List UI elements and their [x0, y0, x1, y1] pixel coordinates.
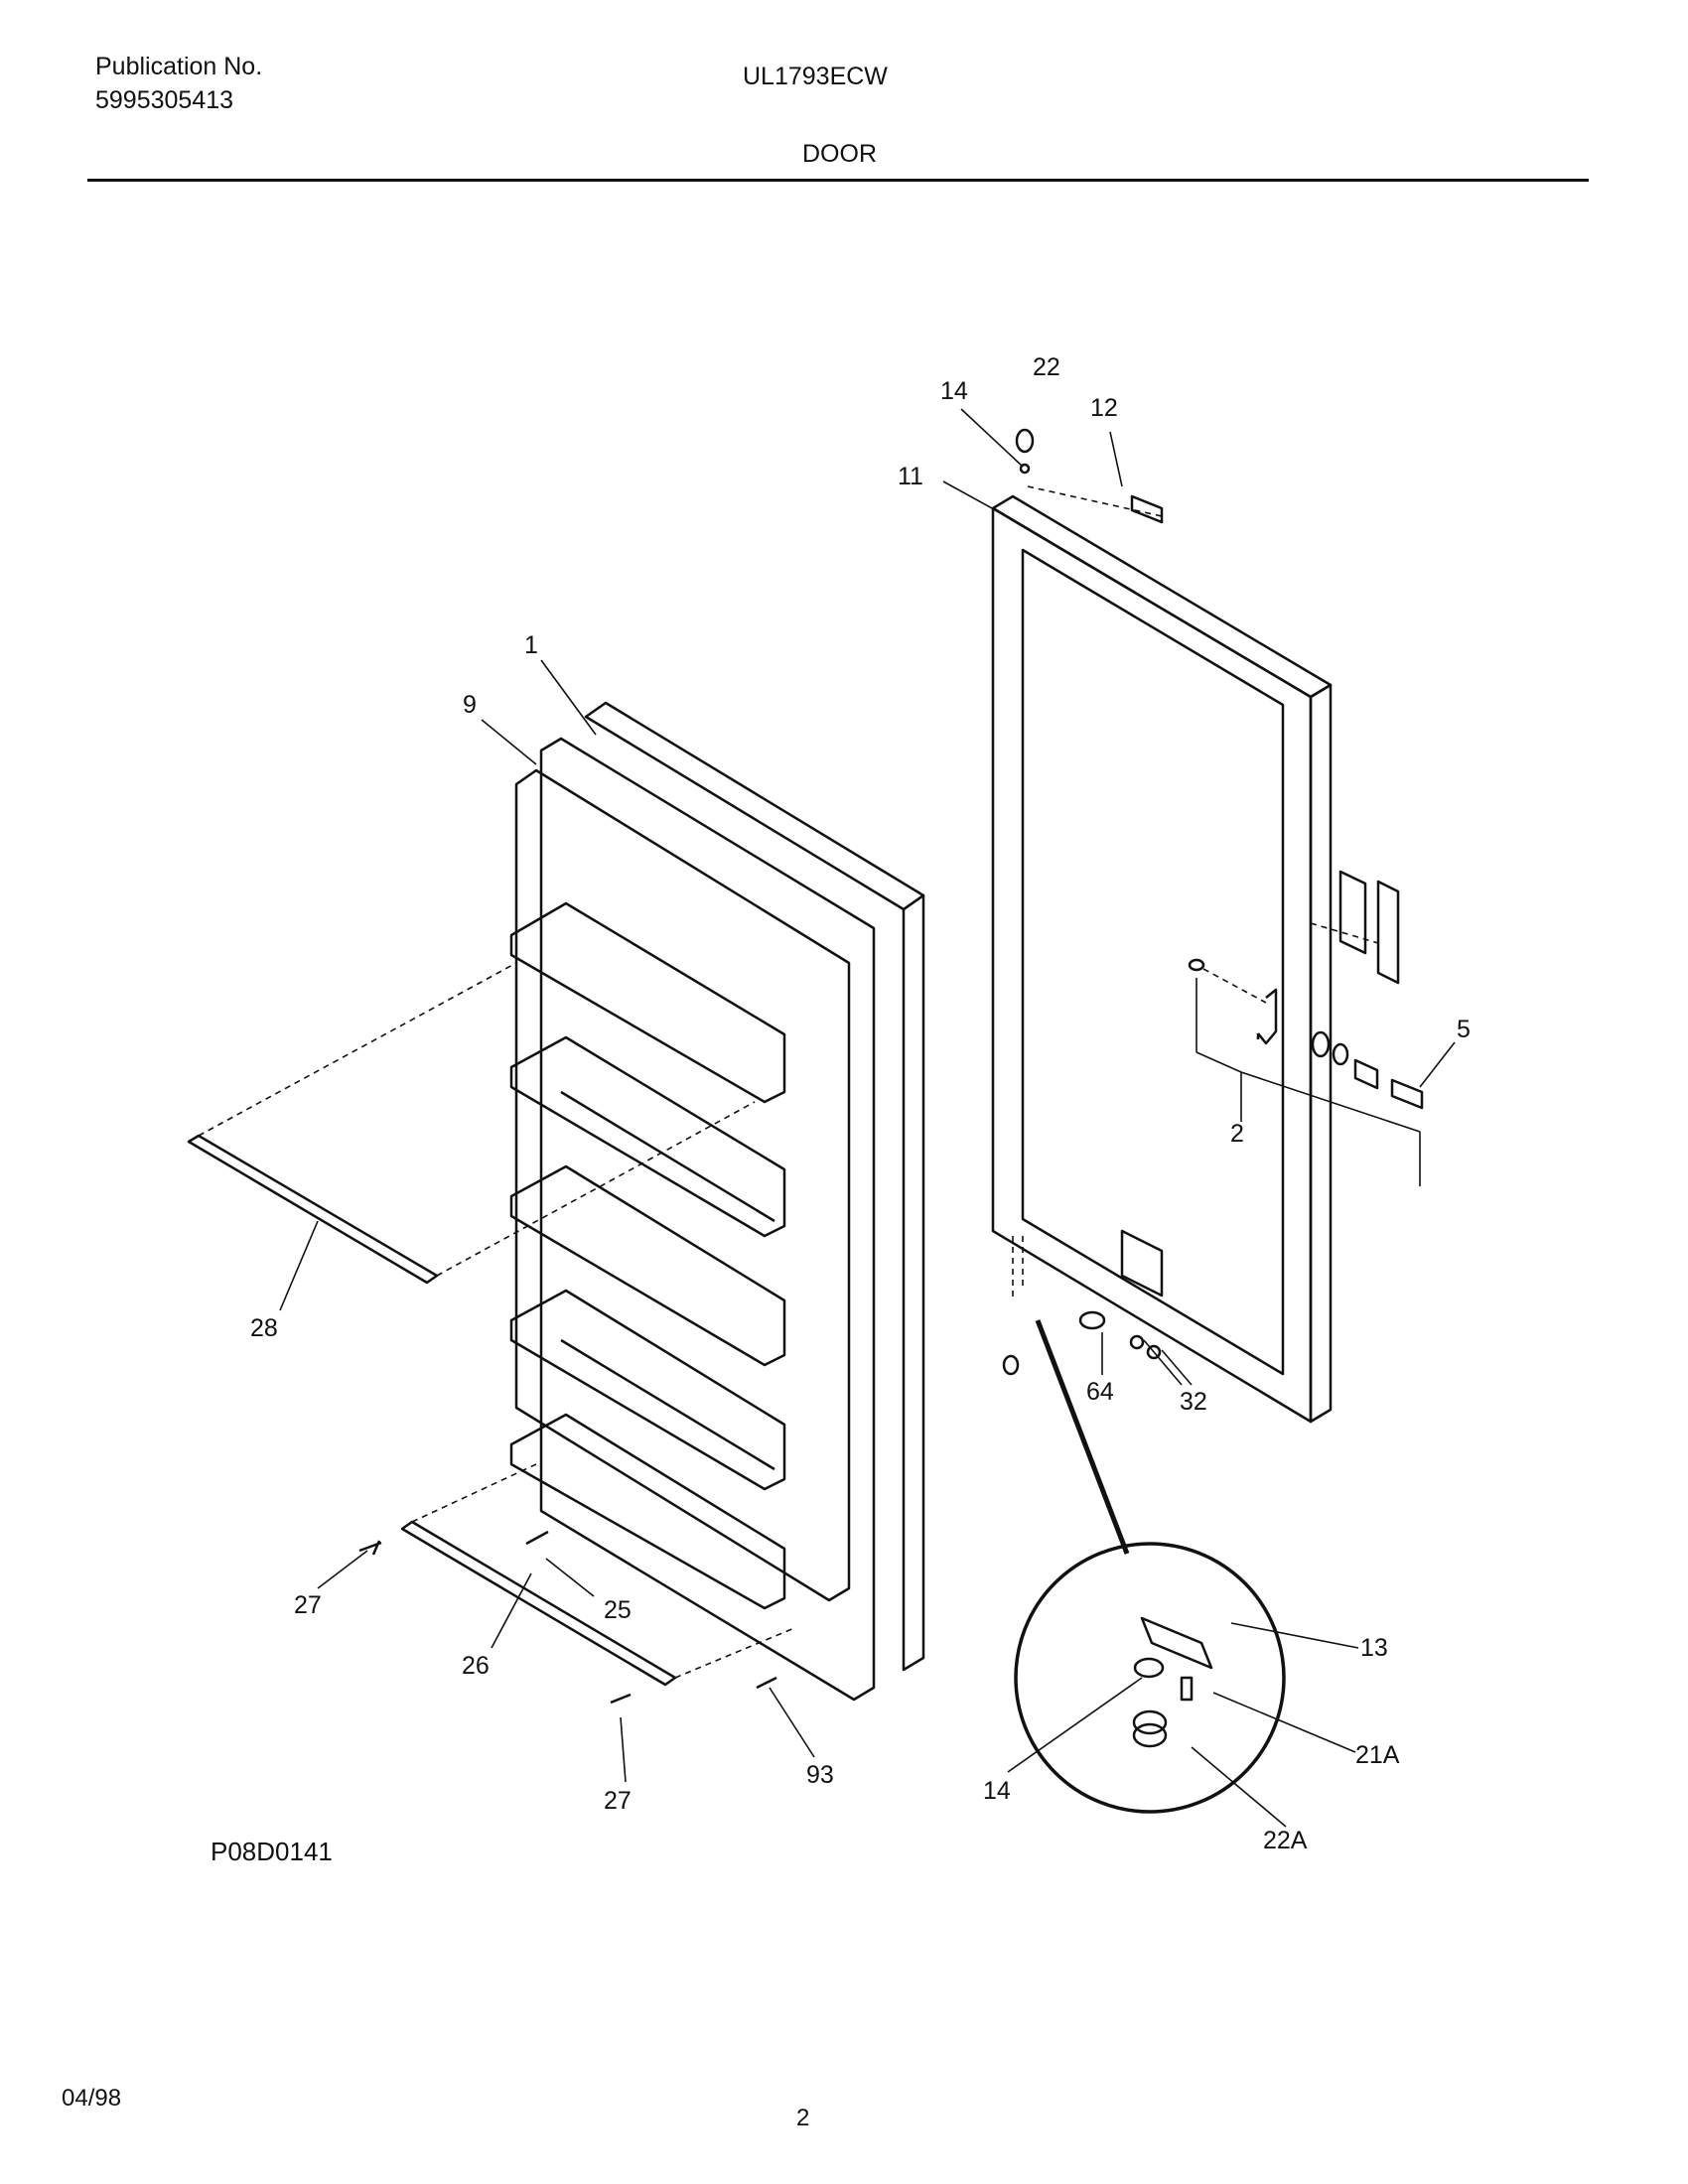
- callout-27-lower: 27: [604, 1787, 632, 1815]
- publication-number: 5995305413: [95, 86, 234, 114]
- publication-label: Publication No.: [95, 53, 263, 80]
- outer-door-panel: [991, 494, 1333, 1424]
- callout-11: 11: [898, 463, 923, 490]
- section-title: DOOR: [802, 140, 877, 168]
- callout-9: 9: [463, 691, 477, 719]
- callout-13: 13: [1360, 1634, 1388, 1662]
- callout-5: 5: [1457, 1016, 1471, 1043]
- callout-leaders: [279, 408, 1456, 1828]
- callout-21a: 21A: [1355, 1741, 1400, 1769]
- callout-22a: 22A: [1263, 1827, 1308, 1854]
- header-rule: [87, 179, 1589, 182]
- callout-25: 25: [604, 1596, 632, 1624]
- callout-93: 93: [806, 1761, 834, 1789]
- callout-22: 22: [1033, 353, 1060, 381]
- drawing-code: P08D0141: [211, 1837, 333, 1866]
- bottom-shelf-strip: [400, 1520, 677, 1687]
- hinge-detail-circle: [1014, 1319, 1286, 1814]
- latch-bracket: [1188, 958, 1278, 1045]
- callout-27-upper: 27: [294, 1591, 322, 1619]
- callout-26: 26: [462, 1652, 490, 1680]
- page-number: 2: [796, 2105, 810, 2131]
- publication-date: 04/98: [62, 2085, 122, 2112]
- inner-door-liner: [509, 701, 925, 1702]
- alignment-lines: [198, 485, 1379, 1679]
- handle-assembly: [1311, 870, 1424, 1110]
- callout-14-top: 14: [940, 377, 968, 405]
- callout-labels: 1 2 5 9 11 12 13 14 14 21A 22 22A 25 26 …: [250, 353, 1471, 1854]
- fasteners: [358, 428, 1164, 1705]
- callout-14-detail: 14: [983, 1777, 1011, 1805]
- callout-12: 12: [1090, 394, 1118, 422]
- callout-28: 28: [250, 1314, 278, 1342]
- callout-1: 1: [524, 631, 538, 659]
- callout-32: 32: [1180, 1388, 1207, 1416]
- callout-2: 2: [1230, 1120, 1244, 1148]
- callout-64: 64: [1086, 1378, 1114, 1406]
- top-shelf-strip: [187, 1134, 439, 1285]
- model-number: UL1793ECW: [743, 63, 888, 90]
